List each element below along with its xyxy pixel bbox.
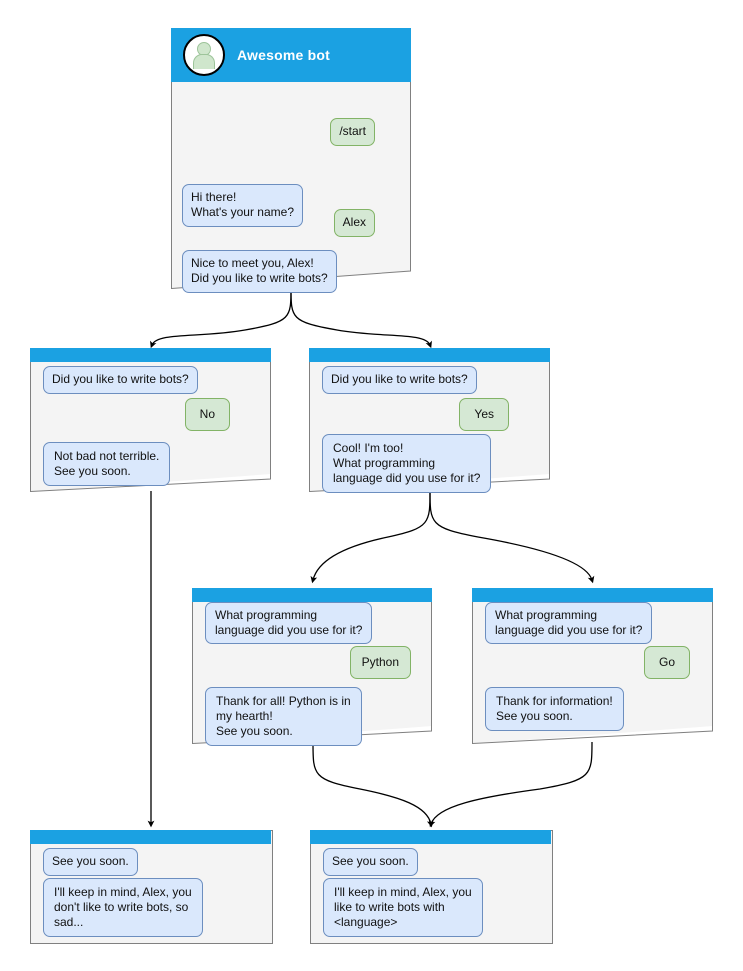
message-bubble-bot[interactable]: Thank for all! Python is in my hearth! S… — [205, 687, 362, 746]
root-card[interactable]: Awesome bot /start Hi there! What's your… — [171, 28, 411, 293]
message-list: Did you like to write bots? No Not bad n… — [30, 362, 271, 492]
connector-yes-to-go — [429, 490, 595, 584]
message-bubble-user[interactable]: Alex — [333, 209, 375, 237]
go-branch-card[interactable]: What programming language did you use fo… — [472, 588, 713, 744]
card-header — [472, 588, 713, 602]
connector-go-to-end-happy — [428, 741, 593, 828]
message-bubble-user[interactable]: Python — [349, 646, 411, 679]
message-bubble-bot[interactable]: What programming language did you use fo… — [205, 602, 373, 644]
message-bubble-bot[interactable]: See you soon. — [43, 848, 138, 876]
card-header — [192, 588, 432, 602]
end-sad-card[interactable]: See you soon. I'll keep in mind, Alex, y… — [30, 830, 273, 944]
no-branch-card[interactable]: Did you like to write bots? No Not bad n… — [30, 348, 271, 492]
message-bubble-user[interactable]: No — [184, 398, 230, 431]
card-header — [30, 830, 271, 844]
message-bubble-bot[interactable]: See you soon. — [323, 848, 418, 876]
yes-branch-card[interactable]: Did you like to write bots? Yes Cool! I'… — [309, 348, 550, 493]
message-bubble-bot[interactable]: Nice to meet you, Alex! Did you like to … — [182, 250, 337, 293]
python-branch-card[interactable]: What programming language did you use fo… — [192, 588, 432, 746]
card-header — [30, 348, 271, 362]
connector-yes-to-python — [310, 490, 431, 584]
message-bubble-bot[interactable]: Hi there! What's your name? — [182, 184, 304, 227]
message-bubble-bot[interactable]: Did you like to write bots? — [43, 366, 198, 394]
connector-python-to-end-happy — [312, 742, 434, 828]
card-header — [310, 830, 551, 844]
message-list: What programming language did you use fo… — [192, 602, 432, 746]
message-bubble-bot[interactable]: Did you like to write bots? — [322, 366, 477, 394]
message-bubble-user[interactable]: Go — [643, 646, 690, 679]
card-header: Awesome bot — [171, 28, 411, 82]
message-bubble-bot[interactable]: Cool! I'm too! What programming language… — [322, 434, 492, 493]
card-header — [309, 348, 550, 362]
connector-root-to-no — [150, 287, 292, 349]
user-avatar-icon — [183, 34, 225, 76]
message-bubble-bot[interactable]: What programming language did you use fo… — [485, 602, 653, 644]
message-bubble-user[interactable]: /start — [330, 118, 375, 146]
message-bubble-user[interactable]: Yes — [459, 398, 509, 431]
message-list: /start Hi there! What's your name? Alex … — [171, 82, 411, 293]
end-happy-card[interactable]: See you soon. I'll keep in mind, Alex, y… — [310, 830, 553, 944]
message-list: Did you like to write bots? Yes Cool! I'… — [309, 362, 550, 493]
message-bubble-bot[interactable]: I'll keep in mind, Alex, you like to wri… — [323, 878, 483, 937]
message-bubble-bot[interactable]: Thank for information! See you soon. — [485, 687, 624, 731]
message-bubble-bot[interactable]: Not bad not terrible. See you soon. — [43, 442, 171, 486]
message-bubble-bot[interactable]: I'll keep in mind, Alex, you don't like … — [43, 878, 203, 937]
message-list: What programming language did you use fo… — [472, 602, 713, 744]
bot-title: Awesome bot — [237, 47, 330, 63]
connector-root-to-yes — [290, 287, 432, 349]
message-list: See you soon. I'll keep in mind, Alex, y… — [310, 844, 551, 942]
message-list: See you soon. I'll keep in mind, Alex, y… — [30, 844, 271, 942]
